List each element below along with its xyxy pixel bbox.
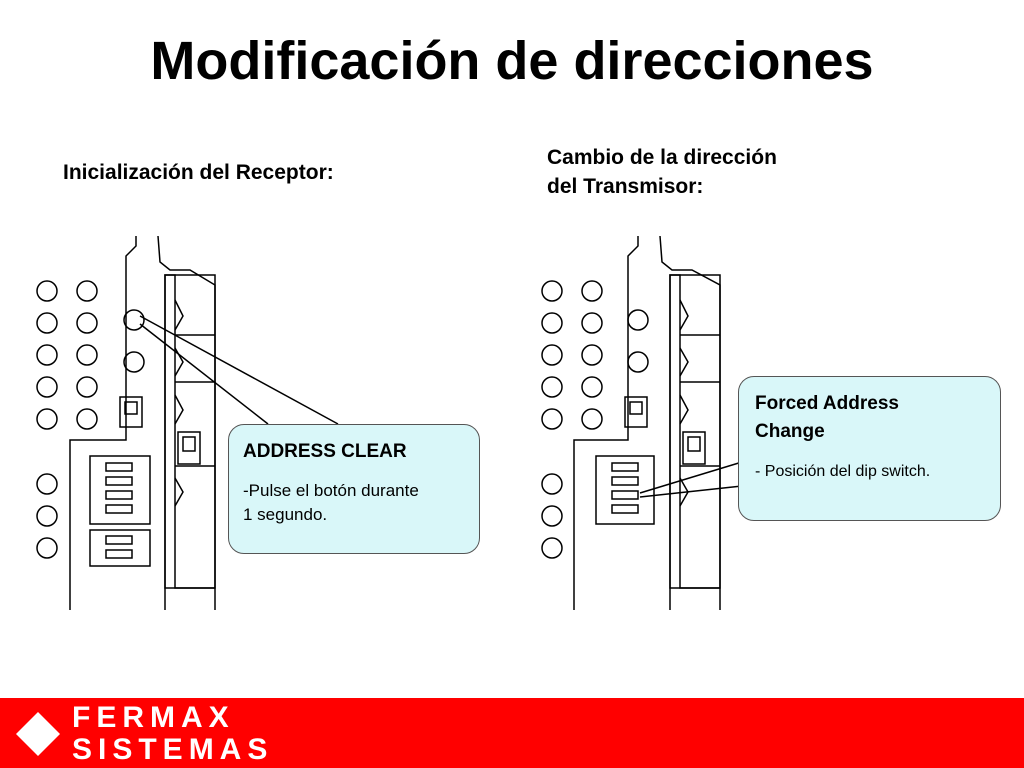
board-diagrams: [36, 235, 743, 610]
address-clear-title: ADDRESS CLEAR: [243, 441, 407, 462]
receiver-heading: Inicialización del Receptor:: [63, 161, 334, 184]
transmitter-heading-line1: Cambio de la dirección: [547, 146, 777, 169]
forced-address-text: - Posición del dip switch.: [755, 463, 931, 480]
footer-bar: FERMAX SISTEMAS: [0, 698, 1024, 768]
transmitter-heading: Cambio de la dirección del Transmisor:: [547, 143, 777, 201]
forced-address-callout: Forced Address Change - Posición del dip…: [738, 376, 1001, 521]
forced-address-title-line1: Forced Address: [755, 393, 899, 414]
diamond-logo-icon: [16, 712, 60, 756]
dip-switch: [611, 490, 639, 500]
address-clear-text: -Pulse el botón durante 1 segundo.: [243, 479, 465, 527]
transmitter-heading-line2: del Transmisor:: [547, 175, 704, 198]
transmitter-board: [541, 235, 743, 610]
brand-name: FERMAX: [72, 701, 235, 734]
address-clear-text-line1: -Pulse el botón durante: [243, 481, 419, 500]
forced-address-title-line2: Change: [755, 421, 825, 442]
brand-subtitle: SISTEMAS: [72, 733, 274, 766]
forced-address-title: Forced Address Change: [755, 390, 984, 446]
address-clear-text-line2: 1 segundo.: [243, 505, 328, 524]
page-title: Modificación de direcciones: [150, 31, 874, 91]
receiver-board: [36, 235, 339, 610]
address-clear-callout: ADDRESS CLEAR -Pulse el botón durante 1 …: [228, 424, 480, 554]
address-clear-button: [123, 309, 145, 331]
